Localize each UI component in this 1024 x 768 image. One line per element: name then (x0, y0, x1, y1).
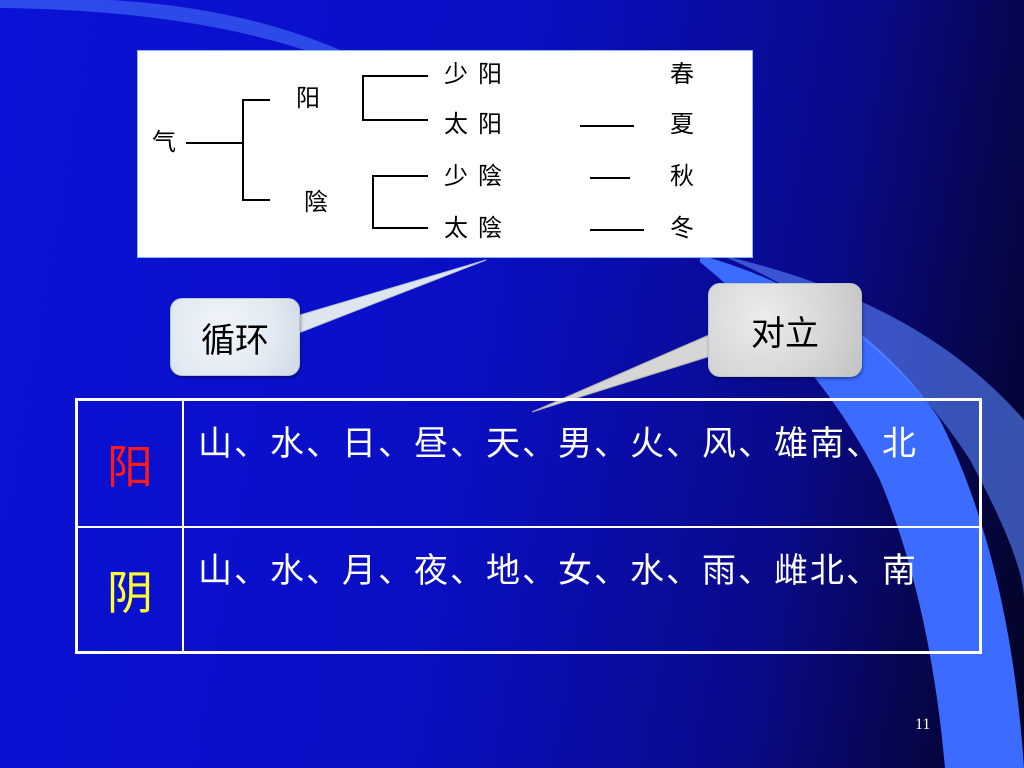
table-row-yin: 阴 山、水、月、夜、地、女、水、雨、雌北、南 (78, 528, 979, 651)
diagram-dash (580, 125, 634, 127)
diagram-line (372, 175, 428, 177)
page-number: 11 (915, 716, 931, 733)
qi-yinyang-diagram: 气 阳 陰 少阳 太阳 少陰 太陰 春 夏 秋 冬 (137, 50, 753, 258)
diagram-line (186, 142, 242, 144)
diagram-line (242, 199, 270, 201)
diagram-root-label: 气 (152, 128, 186, 156)
diagram-season: 冬 (670, 214, 704, 242)
diagram-yin-label: 陰 (304, 188, 338, 216)
row-content-yang: 山、水、日、昼、天、男、火、风、雄南、北 (198, 424, 918, 464)
diagram-line (362, 75, 428, 77)
opposition-callout: 对立 (708, 283, 862, 377)
diagram-bracket (362, 75, 364, 121)
diagram-branch-name: 少陰 (444, 162, 512, 190)
table-row-yang: 阳 山、水、日、昼、天、男、火、风、雄南、北 (78, 401, 979, 528)
cycle-callout-pointer (289, 259, 487, 335)
diagram-season: 夏 (670, 110, 704, 138)
diagram-line (242, 99, 270, 101)
row-header-yin: 阴 (78, 528, 184, 651)
row-content-yin: 山、水、月、夜、地、女、水、雨、雌北、南 (198, 551, 918, 591)
diagram-yang-label: 阳 (296, 84, 330, 112)
diagram-branch-name: 少阳 (444, 60, 512, 88)
diagram-season: 秋 (670, 162, 704, 190)
yin-yang-table: 阳 山、水、日、昼、天、男、火、风、雄南、北 阴 山、水、月、夜、地、女、水、雨… (75, 398, 982, 654)
row-header-yang: 阳 (78, 401, 184, 526)
cycle-callout: 循环 (170, 298, 300, 376)
diagram-bracket (372, 175, 374, 229)
diagram-bracket (242, 99, 244, 201)
diagram-dash (590, 177, 630, 179)
diagram-branch-name: 太阳 (444, 110, 512, 138)
diagram-dash (590, 229, 644, 231)
diagram-season: 春 (670, 60, 704, 88)
diagram-line (372, 227, 428, 229)
diagram-branch-name: 太陰 (444, 214, 512, 242)
diagram-line (362, 119, 428, 121)
